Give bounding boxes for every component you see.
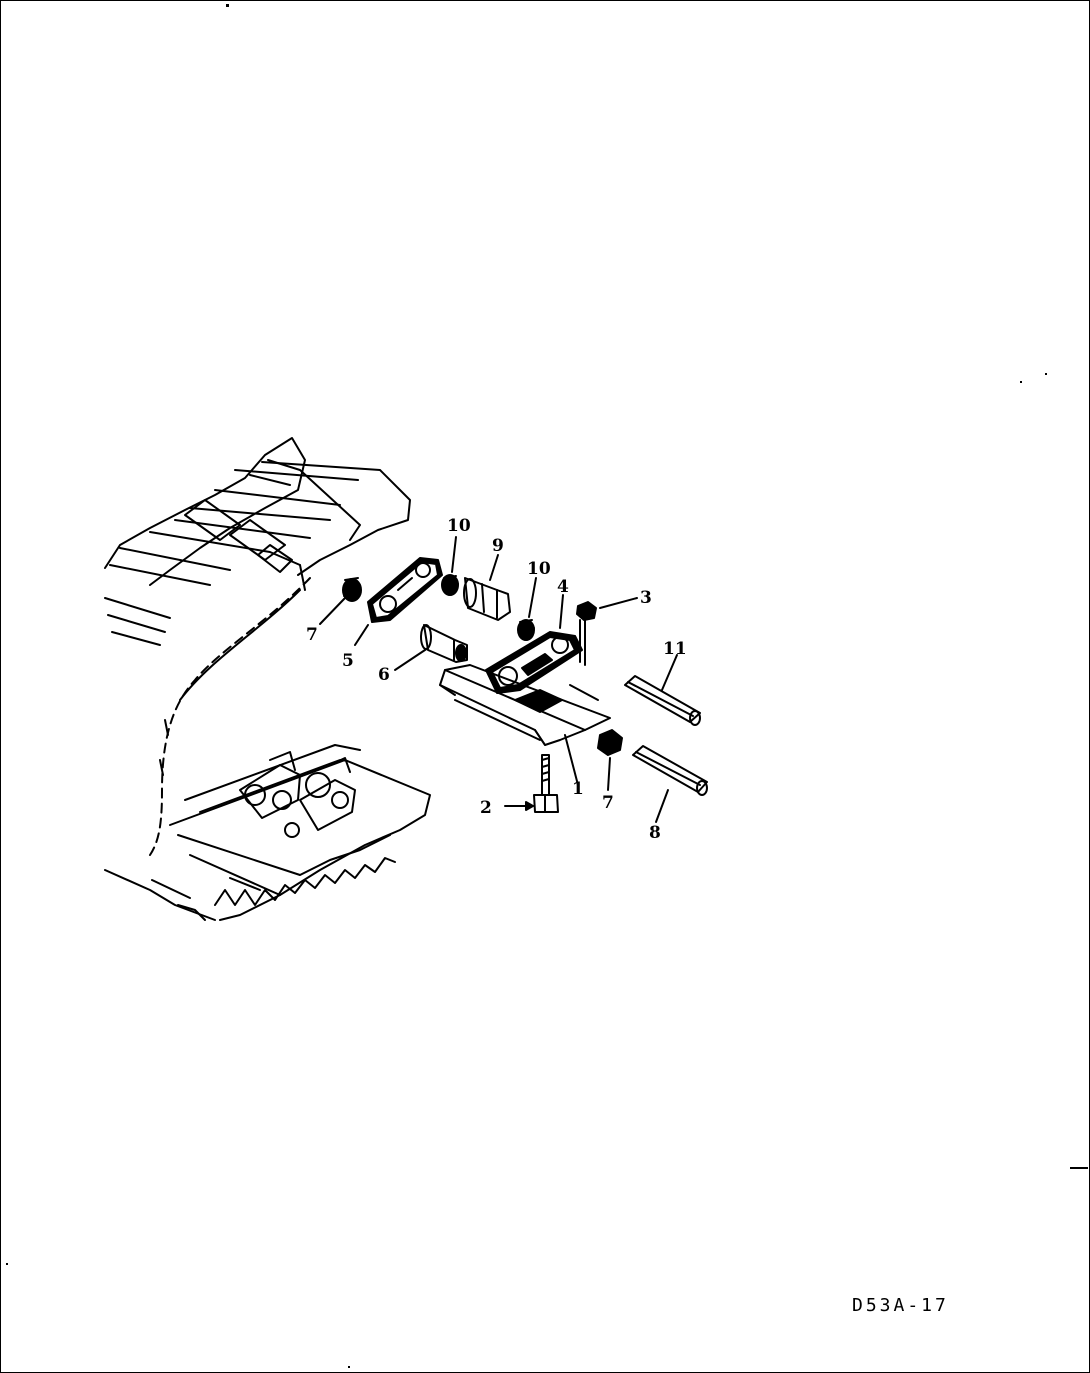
scan-mark-top <box>226 4 229 7</box>
callout-7-left: 7 <box>306 625 318 645</box>
callout-labels: 10 9 10 4 3 11 7 5 6 1 7 2 8 <box>306 516 687 843</box>
callout-11: 11 <box>663 639 687 659</box>
callout-7-right: 7 <box>602 793 614 813</box>
callout-10-second: 10 <box>527 559 551 579</box>
callout-2: 2 <box>480 798 492 818</box>
part-4-link-assembly <box>485 594 583 694</box>
part-3-nut <box>576 597 638 666</box>
part-10-seal-first <box>441 536 459 596</box>
callout-8: 8 <box>649 823 661 843</box>
scan-mark-dot-left <box>6 1263 8 1265</box>
scan-mark-dot-right <box>1045 373 1047 375</box>
part-11-pin-long <box>624 654 701 726</box>
callout-5: 5 <box>342 651 354 671</box>
callout-10-first: 10 <box>447 516 471 536</box>
part-5-link-plate <box>354 557 443 646</box>
part-9-bushing <box>463 554 511 621</box>
part-10-seal-second <box>517 577 537 641</box>
part-7-nut-right <box>597 729 623 791</box>
part-2-bolt <box>504 754 559 813</box>
scan-mark-dot-bottom <box>348 1366 350 1368</box>
scan-mark-right <box>1070 1167 1088 1169</box>
part-6-pin <box>394 624 468 671</box>
callout-4: 4 <box>557 577 569 597</box>
part-7-seal-left <box>319 577 362 625</box>
callout-1: 1 <box>572 779 584 799</box>
part-1-track-shoe <box>439 664 611 786</box>
scan-mark-dot-right-2 <box>1020 381 1022 383</box>
callout-3: 3 <box>640 588 652 608</box>
diagram-code-label: D53A-17 <box>852 1295 949 1316</box>
part-8-pin-long <box>632 745 708 823</box>
callout-6: 6 <box>378 665 390 685</box>
track-chain-illustration <box>104 437 431 921</box>
callout-9: 9 <box>492 536 504 556</box>
